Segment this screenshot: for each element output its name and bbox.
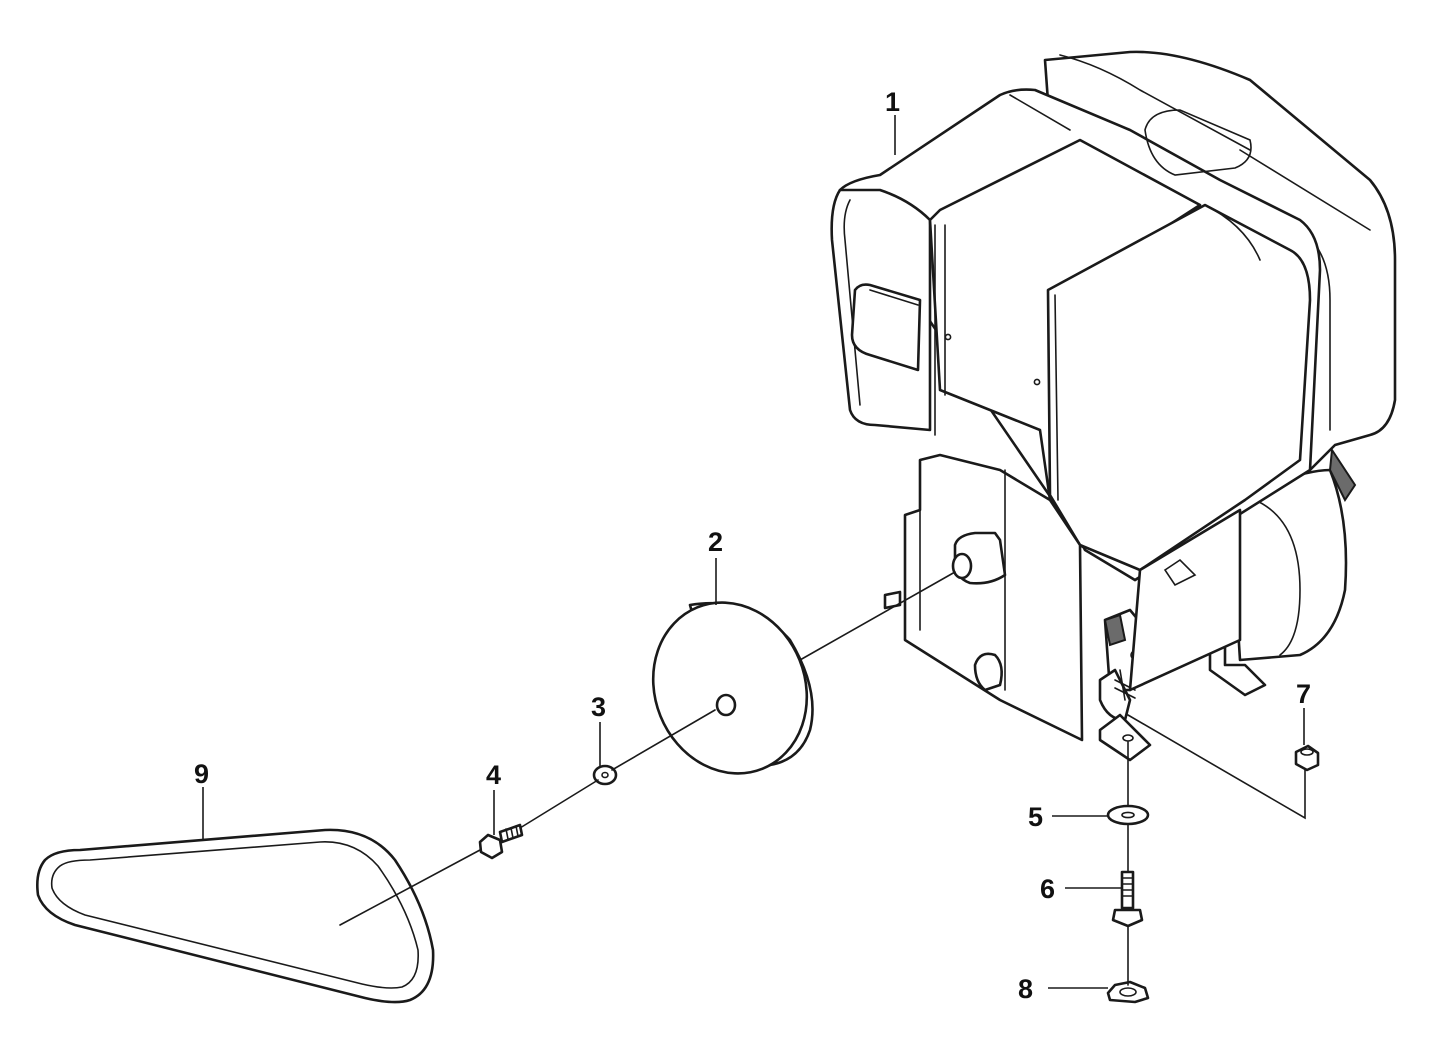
callout-9: 9 — [194, 759, 209, 789]
washer-part-3[interactable] — [592, 764, 618, 786]
bolt-part-4[interactable] — [478, 823, 524, 860]
callout-2: 2 — [708, 527, 723, 557]
assembly-axis-lines — [339, 571, 1306, 986]
callout-3: 3 — [591, 692, 606, 722]
callout-5: 5 — [1028, 802, 1043, 832]
engine-part-1[interactable] — [830, 50, 1397, 762]
pulley-part-2[interactable] — [628, 579, 832, 797]
callout-6: 6 — [1040, 874, 1055, 904]
washer-part-5[interactable] — [1106, 804, 1150, 826]
lock-plate-part-8[interactable] — [1106, 980, 1150, 1004]
belt-part-9[interactable] — [36, 828, 435, 1004]
nut-part-7[interactable] — [1294, 744, 1320, 772]
callout-7: 7 — [1296, 679, 1311, 709]
bolt-part-6[interactable] — [1111, 870, 1144, 928]
callout-1: 1 — [885, 87, 900, 117]
callout-8: 8 — [1018, 974, 1033, 1004]
callout-leaders — [202, 115, 1305, 989]
callout-labels: 1 2 3 4 5 6 7 8 9 — [194, 87, 1311, 1004]
callout-4: 4 — [486, 760, 501, 790]
